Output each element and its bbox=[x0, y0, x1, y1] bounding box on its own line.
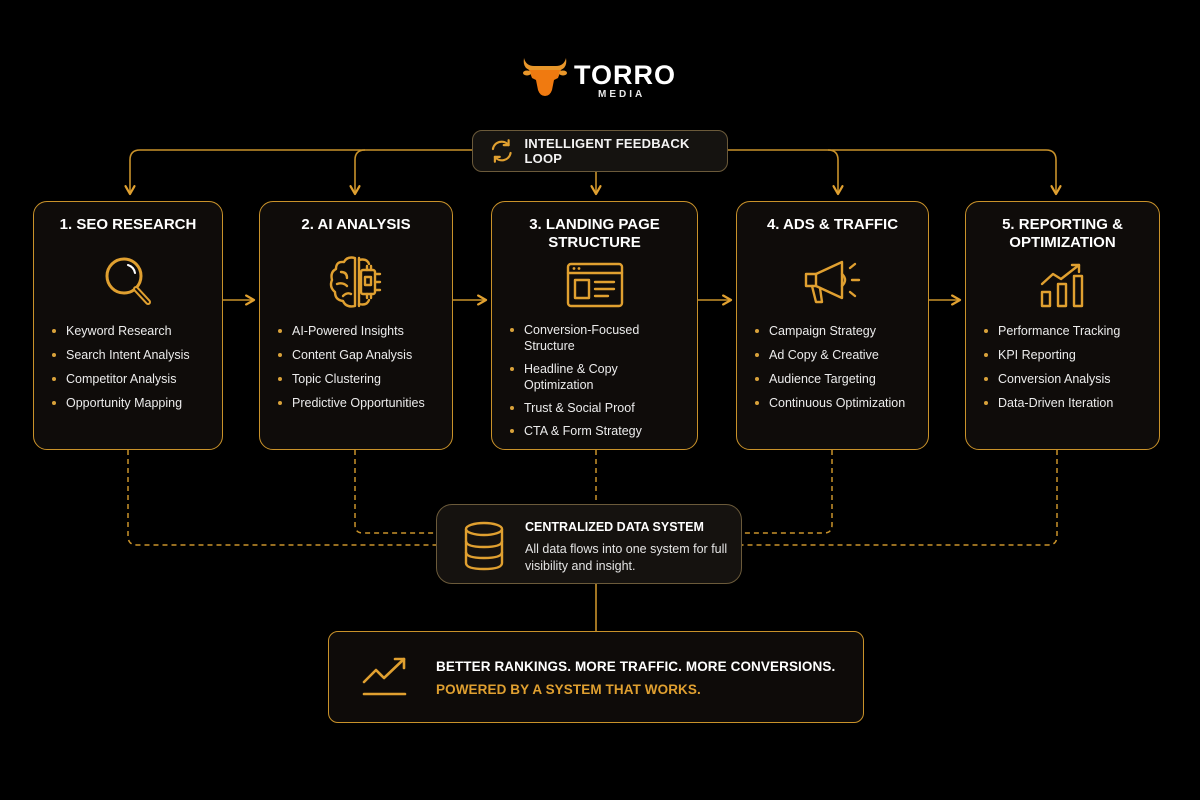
step-feature-list: AI-Powered Insights Content Gap Analysis… bbox=[278, 323, 444, 419]
refresh-cycle-icon bbox=[491, 139, 512, 163]
list-item: Conversion Analysis bbox=[984, 371, 1151, 387]
list-item: KPI Reporting bbox=[984, 347, 1151, 363]
magnifying-glass-icon bbox=[105, 257, 151, 305]
list-item: Opportunity Mapping bbox=[52, 395, 214, 411]
brain-chip-icon bbox=[329, 256, 382, 308]
step-title: 1. SEO RESEARCH bbox=[59, 216, 197, 233]
browser-layout-icon bbox=[566, 262, 623, 308]
list-item: Predictive Opportunities bbox=[278, 395, 444, 411]
banner-tagline: POWERED BY A SYSTEM THAT WORKS. bbox=[436, 682, 701, 697]
bull-head-icon bbox=[523, 58, 567, 96]
step-feature-list: Campaign Strategy Ad Copy & Creative Aud… bbox=[755, 323, 920, 419]
step-card-ai-analysis: 2. AI ANALYSIS AI-Powered Insights Conte… bbox=[259, 201, 453, 450]
brand-logo: TORRO MEDIA bbox=[518, 54, 688, 102]
list-item: Continuous Optimization bbox=[755, 395, 920, 411]
step-title: 4. ADS & TRAFFIC bbox=[766, 216, 899, 233]
data-system-title: CENTRALIZED DATA SYSTEM bbox=[525, 520, 704, 534]
list-item: Search Intent Analysis bbox=[52, 347, 214, 363]
brand-name: TORRO bbox=[574, 60, 677, 90]
data-system-description: All data flows into one system for full … bbox=[525, 542, 728, 573]
step-title: 2. AI ANALYSIS bbox=[301, 216, 411, 233]
step-card-ads-traffic: 4. ADS & TRAFFIC Campaign Strategy Ad Co… bbox=[736, 201, 929, 450]
feedback-loop-node: INTELLIGENT FEEDBACK LOOP bbox=[472, 130, 728, 172]
outcome-banner: BETTER RANKINGS. MORE TRAFFIC. MORE CONV… bbox=[328, 631, 864, 723]
list-item: CTA & Form Strategy bbox=[510, 423, 689, 439]
feedback-loop-label: INTELLIGENT FEEDBACK LOOP bbox=[524, 136, 690, 166]
list-item: Data-Driven Iteration bbox=[984, 395, 1151, 411]
bar-chart-growth-icon bbox=[1040, 263, 1083, 308]
centralized-data-system-node: CENTRALIZED DATA SYSTEM All data flows i… bbox=[436, 504, 742, 584]
banner-headline: BETTER RANKINGS. MORE TRAFFIC. MORE CONV… bbox=[436, 659, 836, 674]
list-item: Content Gap Analysis bbox=[278, 347, 444, 363]
step-feature-list: Conversion-Focused Structure Headline & … bbox=[510, 322, 689, 447]
list-item: Headline & Copy Optimization bbox=[510, 361, 630, 393]
step-card-landing-page-structure: 3. LANDING PAGE STRUCTURE Conversion-Foc… bbox=[491, 201, 698, 450]
megaphone-icon bbox=[804, 260, 860, 304]
list-item: Trust & Social Proof bbox=[510, 400, 689, 416]
step-title: 3. LANDING PAGE STRUCTURE bbox=[529, 216, 660, 251]
step-feature-list: Performance Tracking KPI Reporting Conve… bbox=[984, 323, 1151, 419]
trend-up-icon bbox=[362, 657, 407, 696]
database-icon bbox=[464, 521, 504, 571]
step-feature-list: Keyword Research Search Intent Analysis … bbox=[52, 323, 214, 419]
list-item: Topic Clustering bbox=[278, 371, 444, 387]
list-item: Competitor Analysis bbox=[52, 371, 214, 387]
list-item: Campaign Strategy bbox=[755, 323, 920, 339]
list-item: Ad Copy & Creative bbox=[755, 347, 920, 363]
list-item: Conversion-Focused Structure bbox=[510, 322, 650, 354]
list-item: AI-Powered Insights bbox=[278, 323, 444, 339]
list-item: Keyword Research bbox=[52, 323, 214, 339]
brand-subtitle: MEDIA bbox=[598, 89, 646, 100]
step-card-reporting-optimization: 5. REPORTING & OPTIMIZATION Performance … bbox=[965, 201, 1160, 450]
step-card-seo-research: 1. SEO RESEARCH Keyword Research Search … bbox=[33, 201, 223, 450]
step-title: 5. REPORTING & OPTIMIZATION bbox=[1002, 216, 1123, 251]
list-item: Performance Tracking bbox=[984, 323, 1151, 339]
list-item: Audience Targeting bbox=[755, 371, 920, 387]
